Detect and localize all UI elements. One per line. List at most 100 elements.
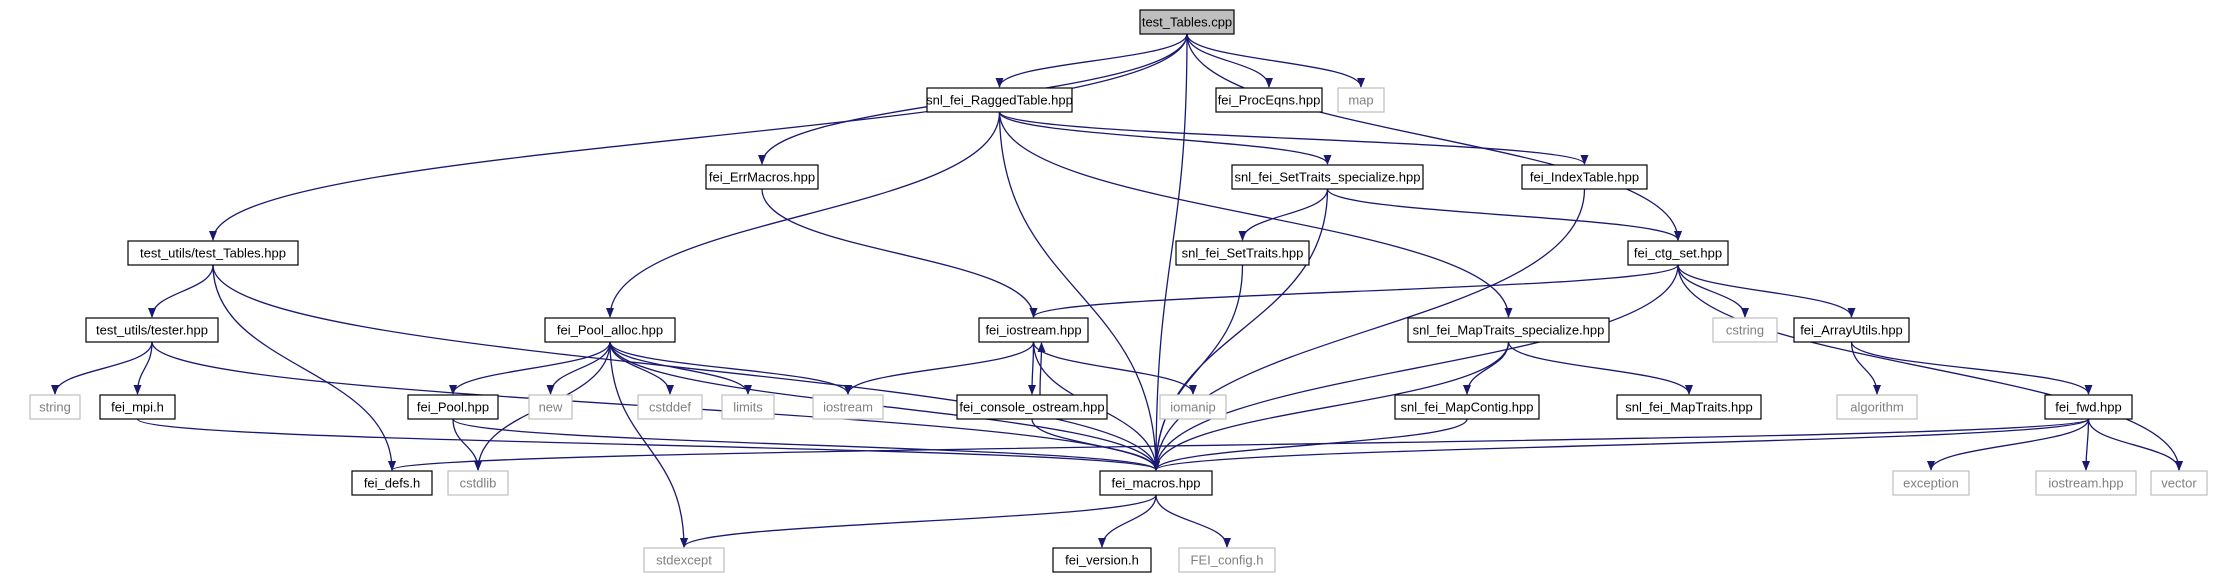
node-label: new — [539, 400, 563, 415]
edge-test_tables_cpp-to-fei_proceqns_hpp — [1186, 33, 1273, 88]
node-label: snl_fei_SetTraits_specialize.hpp — [1235, 170, 1421, 185]
node-box — [1231, 164, 1424, 190]
node-box — [1139, 9, 1235, 35]
edge-fei_pool_alloc_hpp-to-fei_pool_hpp — [449, 341, 611, 395]
edge-test_utils_test_tables_hpp-to-test_utils_tester_hpp — [148, 264, 214, 318]
edge-test_tables_cpp-to-fei_macros_hpp — [1152, 33, 1188, 471]
node-box — [544, 317, 676, 343]
node-fei_defs_h[interactable]: fei_defs.h — [351, 470, 433, 496]
node-fei_macros_hpp[interactable]: fei_macros.hpp — [1099, 470, 1213, 496]
edge-snl_fei_settraits_specialize_hpp-to-fei_ctg_set_hpp — [1326, 188, 1682, 241]
node-label: fei_macros.hpp — [1112, 476, 1201, 491]
node-limits: limits — [721, 394, 775, 420]
node-label: fei_ArrayUtils.hpp — [1800, 323, 1903, 338]
node-label: stdexcept — [656, 553, 712, 568]
edge-fei_mpi_h-to-fei_macros_hpp — [136, 418, 1160, 471]
node-fei_arrayutils_hpp[interactable]: fei_ArrayUtils.hpp — [1793, 317, 1910, 343]
node-fei_fwd_hpp[interactable]: fei_fwd.hpp — [2044, 394, 2133, 420]
node-label: fei_ctg_set.hpp — [1634, 246, 1722, 261]
node-fei_ctg_set_hpp[interactable]: fei_ctg_set.hpp — [1627, 240, 1729, 266]
node-iomanip: iomanip — [1159, 394, 1227, 420]
edge-fei_macros_hpp-to-fei_config_h — [1155, 494, 1231, 548]
node-box — [99, 394, 176, 420]
node-box — [637, 394, 703, 420]
node-fei_config_h: FEI_config.h — [1178, 547, 1276, 573]
node-label: iostream — [823, 400, 873, 415]
edge-test_utils_tester_hpp-to-fei_mpi_h — [133, 341, 153, 395]
node-label: FEI_config.h — [1191, 553, 1264, 568]
node-snl_fei_maptraits_specialize_hpp[interactable]: snl_fei_MapTraits_specialize.hpp — [1407, 317, 1610, 343]
node-label: test_utils/tester.hpp — [96, 323, 208, 338]
node-label: snl_fei_SetTraits.hpp — [1182, 246, 1304, 261]
node-vector: vector — [2150, 470, 2208, 496]
node-box — [926, 87, 1073, 113]
edge-test_tables_cpp-to-fei_ctg_set_hpp — [1186, 33, 1682, 241]
node-label: iomanip — [1170, 400, 1216, 415]
node-label: snl_fei_MapContig.hpp — [1401, 400, 1534, 415]
edge-test_utils_test_tables_hpp-to-fei_macros_hpp — [212, 264, 1160, 471]
node-snl_fei_settraits_specialize_hpp[interactable]: snl_fei_SetTraits_specialize.hpp — [1231, 164, 1424, 190]
node-box — [956, 394, 1108, 420]
node-label: cstddef — [649, 400, 691, 415]
edge-snl_fei_settraits_hpp-to-fei_macros_hpp — [1152, 264, 1244, 471]
node-fei_proceqns_hpp[interactable]: fei_ProcEqns.hpp — [1215, 87, 1323, 113]
node-label: fei_Pool.hpp — [417, 400, 489, 415]
node-box — [1099, 470, 1213, 496]
edge-fei_pool_alloc_hpp-to-iostream — [609, 341, 852, 395]
node-algorithm: algorithm — [1836, 394, 1918, 420]
node-snl_fei_settraits_hpp[interactable]: snl_fei_SetTraits.hpp — [1175, 240, 1310, 266]
edge-fei_errmacros_hpp-to-fei_iostream_hpp — [761, 188, 1038, 318]
edge-snl_fei_maptraits_specialize_hpp-to-snl_fei_maptraits_hpp — [1507, 341, 1693, 395]
node-fei_pool_alloc_hpp[interactable]: fei_Pool_alloc.hpp — [544, 317, 676, 343]
edge-test_utils_tester_hpp-to-string — [51, 341, 153, 395]
node-fei_mpi_h[interactable]: fei_mpi.h — [99, 394, 176, 420]
node-fei_iostream_hpp[interactable]: fei_iostream.hpp — [978, 317, 1089, 343]
edges — [51, 33, 2183, 548]
node-box — [643, 547, 725, 573]
node-test_tables_cpp[interactable]: test_Tables.cpp — [1139, 9, 1235, 35]
node-box — [1052, 547, 1152, 573]
node-cstdlib: cstdlib — [447, 470, 509, 496]
node-cstring: cstring — [1712, 317, 1778, 343]
node-label: vector — [2161, 476, 2197, 491]
node-test_utils_tester_hpp[interactable]: test_utils/tester.hpp — [85, 317, 219, 343]
edge-fei_arrayutils_hpp-to-fei_fwd_hpp — [1850, 341, 2093, 395]
edge-test_tables_cpp-to-map — [1186, 33, 1365, 88]
node-fei_errmacros_hpp[interactable]: fei_ErrMacros.hpp — [705, 164, 819, 190]
node-box — [1215, 87, 1323, 113]
node-box — [2150, 470, 2208, 496]
node-fei_indextable_hpp[interactable]: fei_IndexTable.hpp — [1521, 164, 1648, 190]
edge-fei_arrayutils_hpp-to-algorithm — [1850, 341, 1881, 395]
node-snl_fei_maptraits_hpp[interactable]: snl_fei_MapTraits.hpp — [1616, 394, 1762, 420]
node-label: cstdlib — [460, 476, 497, 491]
node-box — [447, 470, 509, 496]
node-iostream_hpp: iostream.hpp — [2035, 470, 2137, 496]
node-fei_console_ostream_hpp[interactable]: fei_console_ostream.hpp — [956, 394, 1108, 420]
node-fei_version_h[interactable]: fei_version.h — [1052, 547, 1152, 573]
node-label: fei_IndexTable.hpp — [1530, 170, 1639, 185]
edge-snl_fei_settraits_specialize_hpp-to-snl_fei_settraits_hpp — [1238, 188, 1329, 241]
node-fei_pool_hpp[interactable]: fei_Pool.hpp — [407, 394, 499, 420]
node-label: fei_Pool_alloc.hpp — [557, 323, 663, 338]
node-label: algorithm — [1850, 400, 1903, 415]
edge-snl_fei_raggedtable_hpp-to-snl_fei_settraits_specialize_hpp — [998, 111, 1332, 165]
node-label: test_Tables.cpp — [1142, 15, 1232, 30]
node-test_utils_test_tables_hpp[interactable]: test_utils/test_Tables.hpp — [127, 240, 299, 266]
node-map: map — [1337, 87, 1385, 113]
node-box — [351, 470, 433, 496]
edge-fei_fwd_hpp-to-vector — [2087, 418, 2183, 471]
node-box — [1836, 394, 1918, 420]
edge-fei_pool_alloc_hpp-to-new — [546, 341, 611, 395]
edge-snl_fei_raggedtable_hpp-to-fei_macros_hpp — [998, 111, 1160, 471]
edge-fei_ctg_set_hpp-to-vector — [1677, 264, 2183, 471]
node-snl_fei_mapcontig_hpp[interactable]: snl_fei_MapContig.hpp — [1394, 394, 1540, 420]
edge-fei_ctg_set_hpp-to-fei_iostream_hpp — [1029, 264, 1679, 318]
edge-snl_fei_settraits_specialize_hpp-to-fei_macros_hpp — [1152, 188, 1329, 471]
node-box — [1627, 240, 1729, 266]
node-box — [705, 164, 819, 190]
edge-fei_iostream_hpp-to-iostream — [844, 341, 1035, 395]
edge-fei_fwd_hpp-to-fei_macros_hpp — [1152, 418, 2090, 471]
node-box — [1407, 317, 1610, 343]
node-snl_fei_raggedtable_hpp[interactable]: snl_fei_RaggedTable.hpp — [926, 87, 1073, 113]
